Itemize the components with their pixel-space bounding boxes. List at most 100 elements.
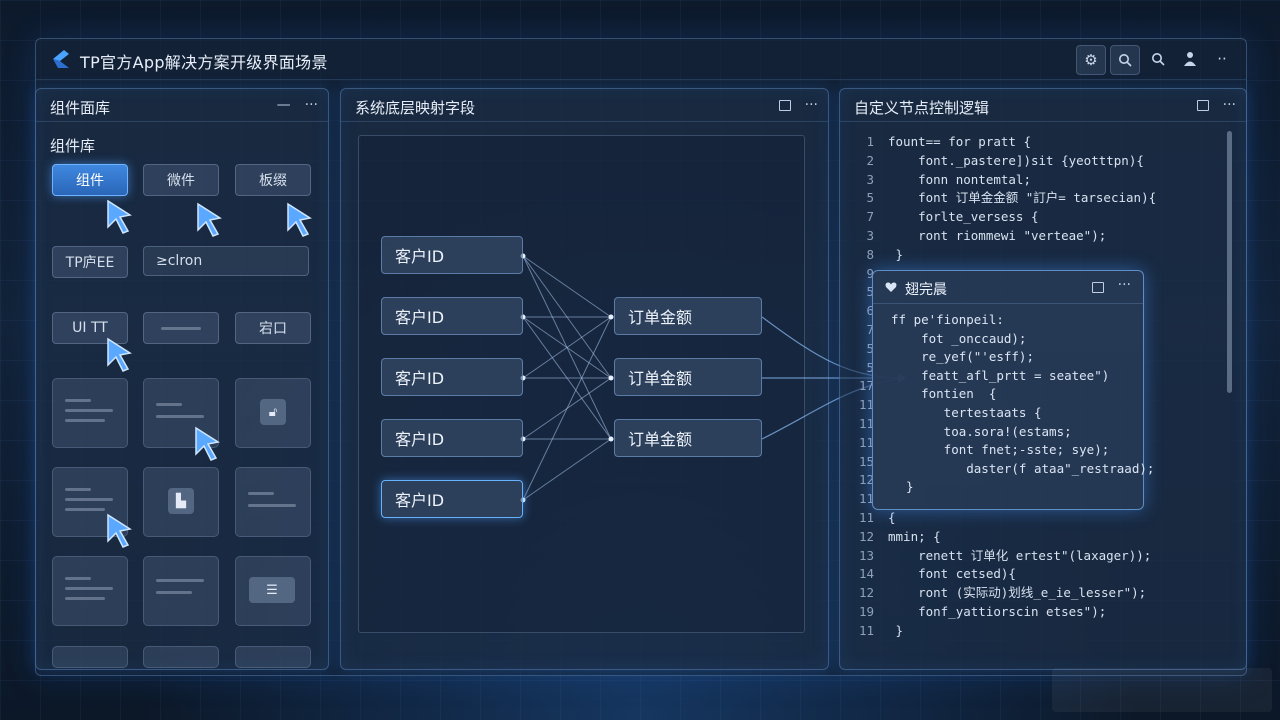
target-field-node[interactable]: 订单金额 (614, 419, 762, 457)
source-field-node[interactable]: 客户ID (381, 419, 523, 457)
tpfee-chip[interactable]: TP庐EE (52, 246, 128, 278)
line-number: 11 (858, 397, 874, 413)
line-number: 11 (858, 434, 874, 450)
line (248, 504, 296, 507)
source-field-node[interactable]: 客户ID (381, 297, 523, 335)
more-icon[interactable]: ··· (1222, 97, 1236, 113)
component-tile[interactable] (235, 467, 311, 537)
line-number: 11 (858, 416, 874, 431)
line-number: 6 (866, 303, 874, 319)
line-icon (161, 326, 201, 330)
line-number: 5 (866, 340, 874, 356)
tab-components[interactable]: 组件 (52, 164, 128, 196)
title-bar: TP官方App解决方案开级界面场景 ⚙ ·· (36, 39, 1246, 80)
line (156, 591, 192, 594)
line-number: 1 (866, 134, 874, 149)
node-logic-popup[interactable]: 翅完晨 ··· ff pe'fionpeil: fot _onccaud); r… (872, 270, 1154, 510)
line (156, 403, 182, 406)
panel-actions: ··· (1196, 95, 1236, 115)
line-number: 15 (858, 453, 874, 469)
panel-header: 自定义节点控制逻辑 ··· (840, 89, 1246, 122)
popup-code-line: ff pe'fionpeil: (891, 312, 1004, 327)
line (65, 498, 113, 501)
component-tile[interactable]: ▙ (143, 467, 219, 537)
source-field-node[interactable]: 客户ID (381, 236, 523, 274)
code-text: { (888, 510, 896, 525)
panel-header: 组件面库 — ··· (36, 89, 328, 122)
code-text: } (888, 246, 904, 262)
gear-icon[interactable]: ⚙ (1076, 45, 1106, 75)
line-number: 12 (858, 472, 874, 488)
search-icon[interactable] (1144, 45, 1172, 73)
line-number: 7 (866, 209, 874, 225)
more-icon[interactable]: ··· (1117, 277, 1131, 293)
line (65, 508, 105, 511)
code-scrollbar[interactable] (1227, 131, 1232, 393)
component-tile[interactable] (143, 646, 219, 668)
tab-widgets[interactable]: 微件 (143, 164, 219, 196)
component-tile[interactable] (143, 556, 219, 626)
lock-icon: 🔓︎ (260, 399, 286, 425)
component-tile[interactable] (52, 378, 128, 448)
component-tile[interactable] (52, 646, 128, 668)
component-tile[interactable]: ☰ (235, 556, 311, 626)
line-number: 17 (858, 378, 874, 394)
window-chip[interactable]: 宕口 (235, 312, 311, 344)
popup-header: 翅完晨 ··· (873, 271, 1143, 304)
maximize-icon[interactable] (1196, 100, 1209, 111)
target-field-node[interactable]: 订单金额 (614, 297, 762, 335)
user-icon[interactable] (1176, 45, 1204, 73)
more-icon[interactable]: ··· (804, 97, 818, 113)
more-icon[interactable]: ··· (304, 97, 318, 113)
code-text: } (888, 622, 904, 638)
line-number: 5 (866, 284, 874, 300)
minimize-icon[interactable]: — (276, 97, 291, 113)
watermark (1052, 668, 1272, 712)
component-tile[interactable] (52, 467, 128, 537)
panel-title: 组件面库 (50, 99, 111, 117)
panel-title: 系统底层映射字段 (355, 99, 476, 117)
line (65, 577, 91, 580)
line (65, 587, 113, 590)
line (65, 488, 91, 491)
popup-code-line: fontien { (891, 386, 997, 402)
divider-chip[interactable] (143, 312, 219, 344)
line (156, 579, 204, 582)
line (156, 415, 204, 418)
popup-code-line: fot _onccaud); (891, 330, 1027, 346)
menu-icon: ☰ (249, 577, 295, 603)
target-field-node[interactable]: 订单金额 (614, 358, 762, 396)
component-tile[interactable]: 🔓︎ (235, 378, 311, 448)
search-icon[interactable] (1110, 45, 1140, 75)
source-field-node[interactable]: 客户ID (381, 480, 523, 518)
image-icon: ▙ (168, 488, 194, 514)
cursor-icon (195, 426, 220, 461)
popup-code-line: daster(f ataa"_restraad); (891, 460, 1155, 476)
cursor-icon (107, 199, 132, 234)
maximize-icon[interactable] (778, 100, 791, 111)
line-number: 9 (866, 265, 874, 281)
code-text: fonn nontemtal; (888, 171, 1031, 187)
component-search-input[interactable]: ≥clron (143, 246, 309, 276)
library-heading: 组件库 (50, 137, 96, 155)
ui-tt-chip[interactable]: UI TT (52, 312, 128, 344)
component-tile[interactable] (235, 646, 311, 668)
line-number: 11 (858, 491, 874, 507)
maximize-icon[interactable] (1091, 282, 1104, 293)
heart-icon (885, 282, 897, 292)
component-library-panel: 组件面库 — ··· 组件库 组件 微件 板缀 TP庐EE ≥clron UI … (35, 88, 329, 670)
popup-code-line: re_yef("'esff); (891, 349, 1034, 365)
code-text: forlte_versess { (888, 209, 1039, 225)
component-tile[interactable] (52, 556, 128, 626)
code-text: ront (实际动)划线_e_ie_lesser"); (888, 585, 1147, 601)
popup-code-line: font fnet;-sste; sye); (891, 442, 1110, 458)
tab-templates[interactable]: 板缀 (235, 164, 311, 196)
line-number: 7 (866, 322, 874, 337)
cursor-icon (287, 202, 312, 237)
more-icon[interactable]: ·· (1217, 50, 1227, 68)
line-number: 3 (866, 228, 874, 243)
field-mapping-panel: 系统底层映射字段 ··· 客户ID 客户ID 客户ID 客户 (340, 88, 829, 670)
source-field-node[interactable]: 客户ID (381, 358, 523, 396)
line-number: 12 (858, 528, 874, 544)
line (65, 597, 105, 600)
